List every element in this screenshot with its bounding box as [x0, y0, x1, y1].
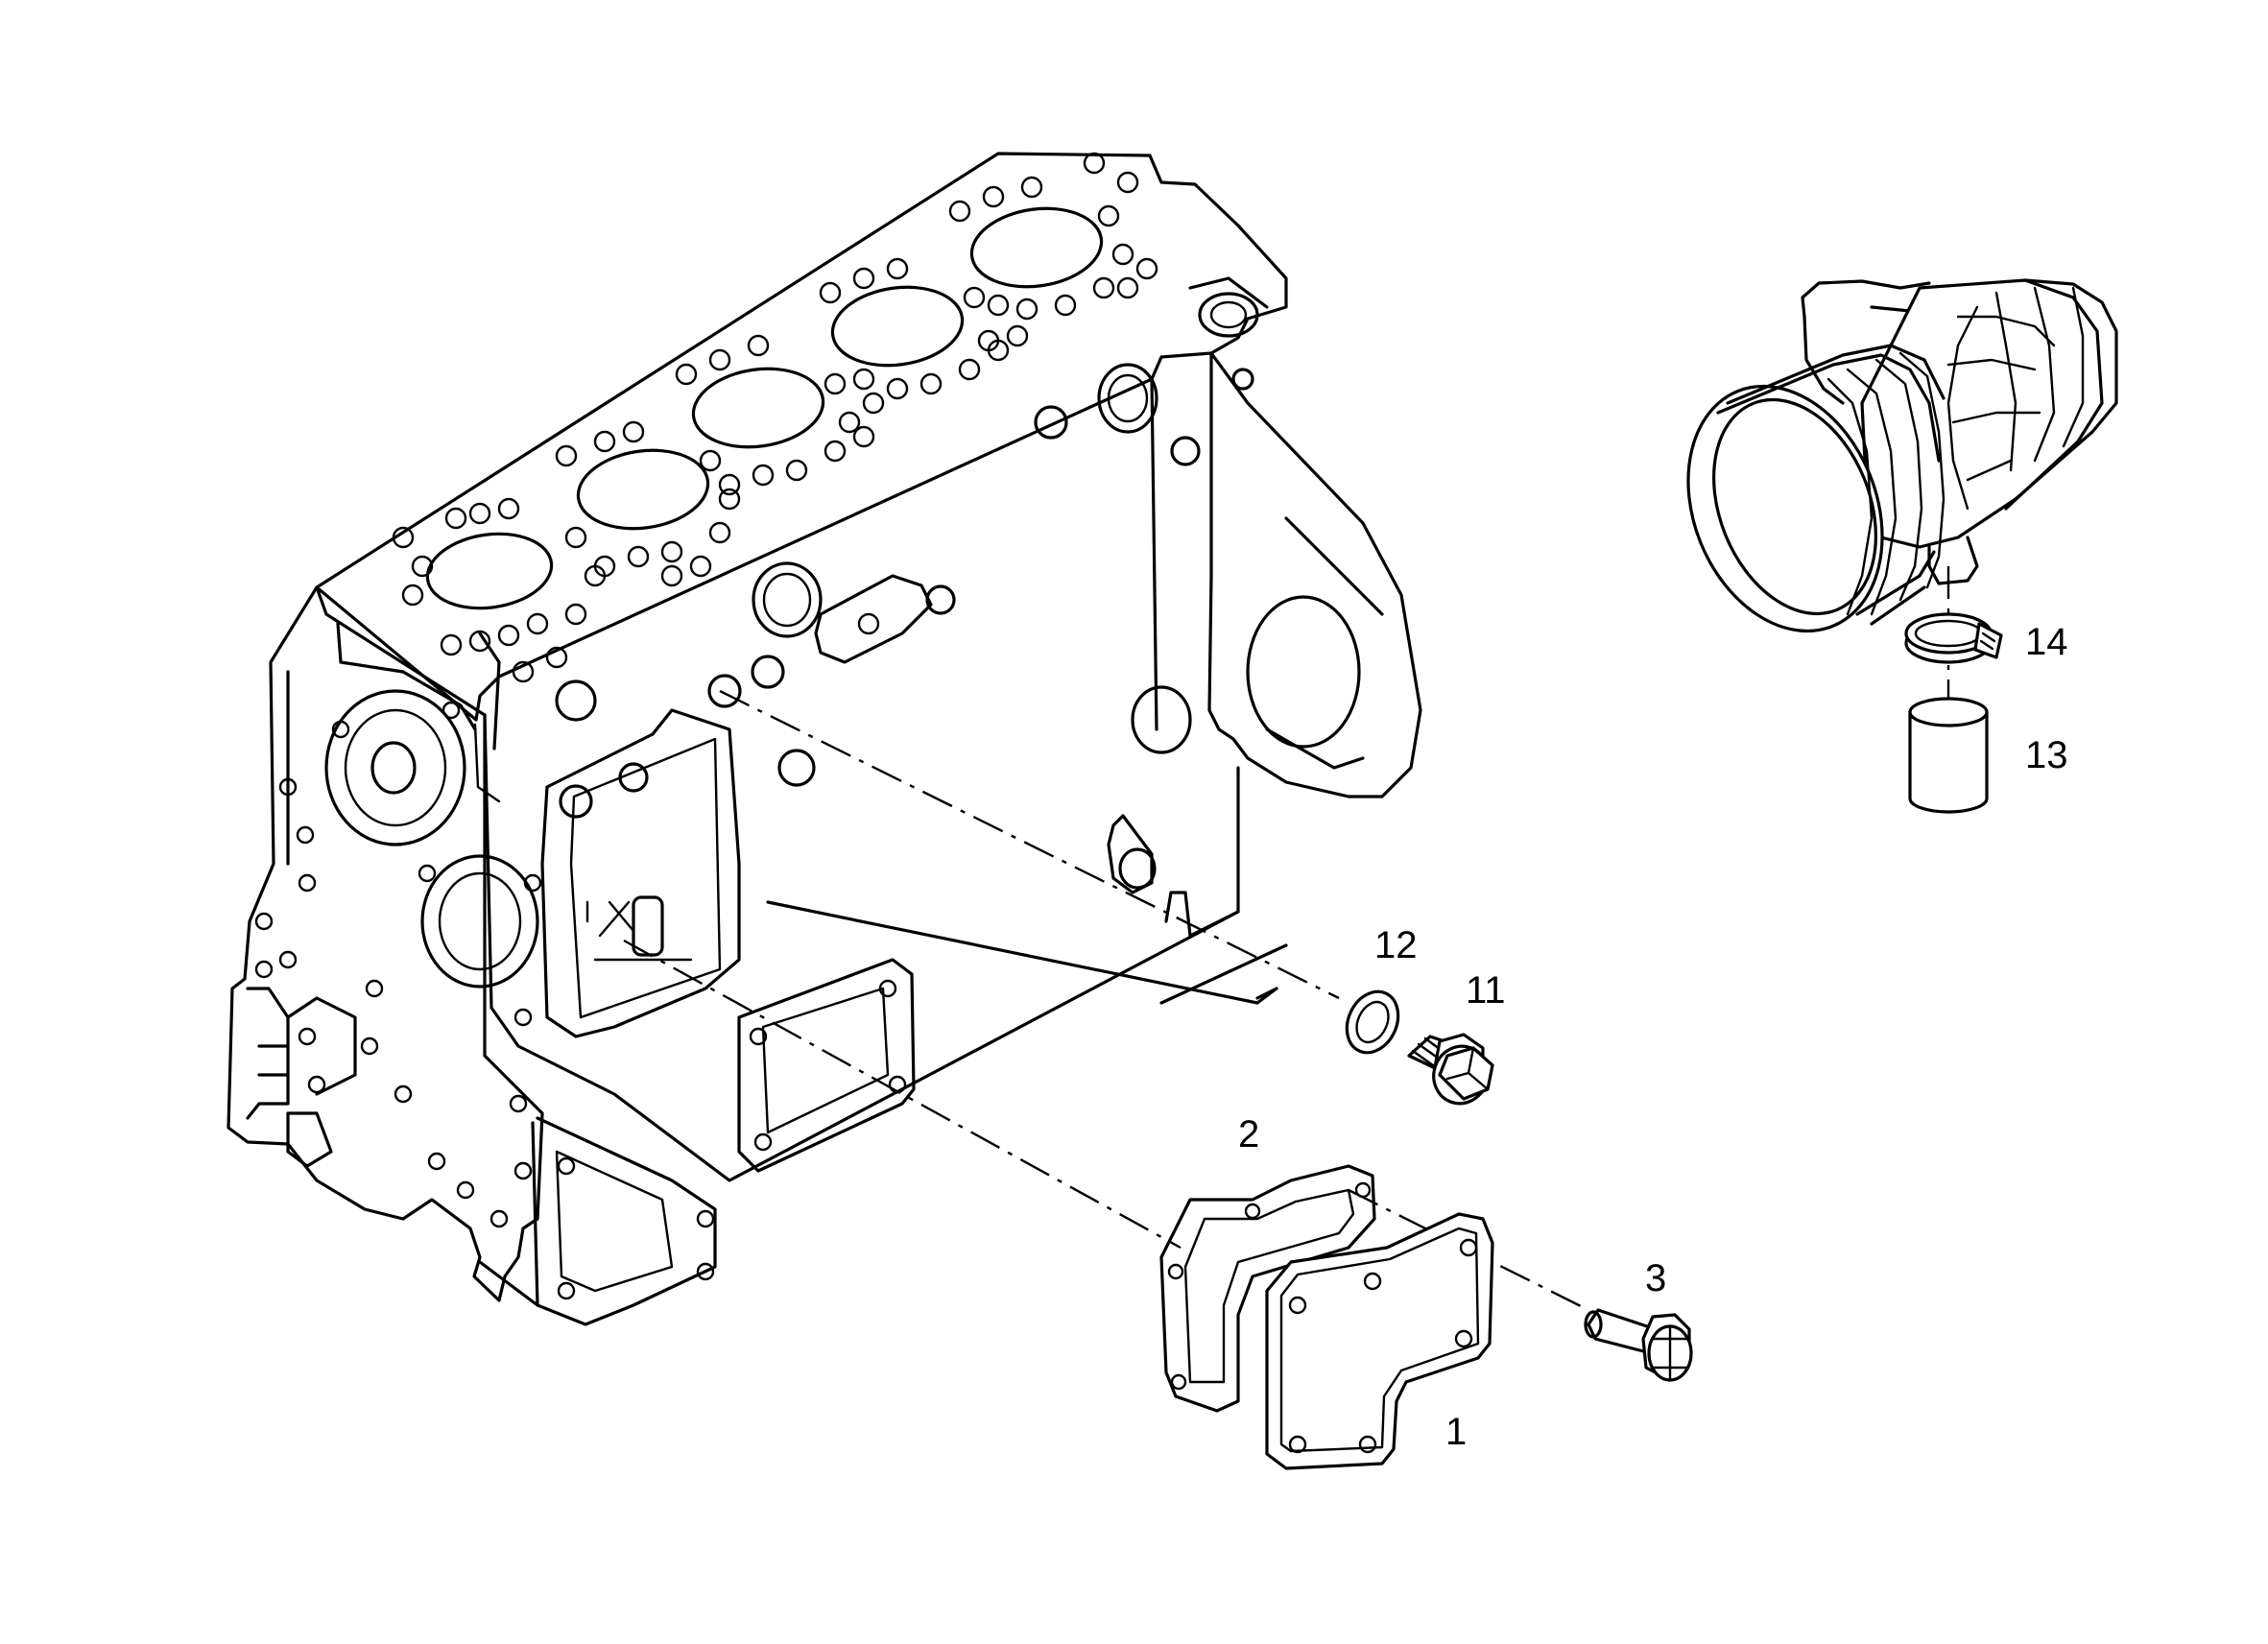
part-3-bolt	[1584, 1308, 1693, 1382]
callout-part-14: 14	[2025, 621, 2068, 663]
air-hose-coupling	[1686, 278, 2118, 633]
callout-labels: 1 2 3 11 12 13 14	[1238, 621, 2068, 1453]
part-11-plug	[1407, 1033, 1494, 1106]
part-14-clamp	[1904, 612, 2003, 664]
part-2-gasket	[1159, 1164, 1376, 1413]
callout-part-13: 13	[2025, 734, 2068, 776]
head-bolt-holes	[392, 152, 1158, 683]
callout-part-12: 12	[1374, 924, 1418, 966]
part-12-washer	[1345, 989, 1400, 1055]
part-1-cover	[1265, 1212, 1494, 1470]
cylinder-bores	[425, 206, 1104, 610]
part-13-hose	[1908, 697, 1989, 814]
callout-part-2: 2	[1238, 1113, 1259, 1156]
callout-part-11: 11	[1466, 969, 1506, 1012]
assembly-lines	[623, 566, 1950, 1312]
callout-part-1: 1	[1445, 1411, 1467, 1453]
callout-part-3: 3	[1645, 1257, 1666, 1299]
engine-block	[227, 152, 1422, 1326]
